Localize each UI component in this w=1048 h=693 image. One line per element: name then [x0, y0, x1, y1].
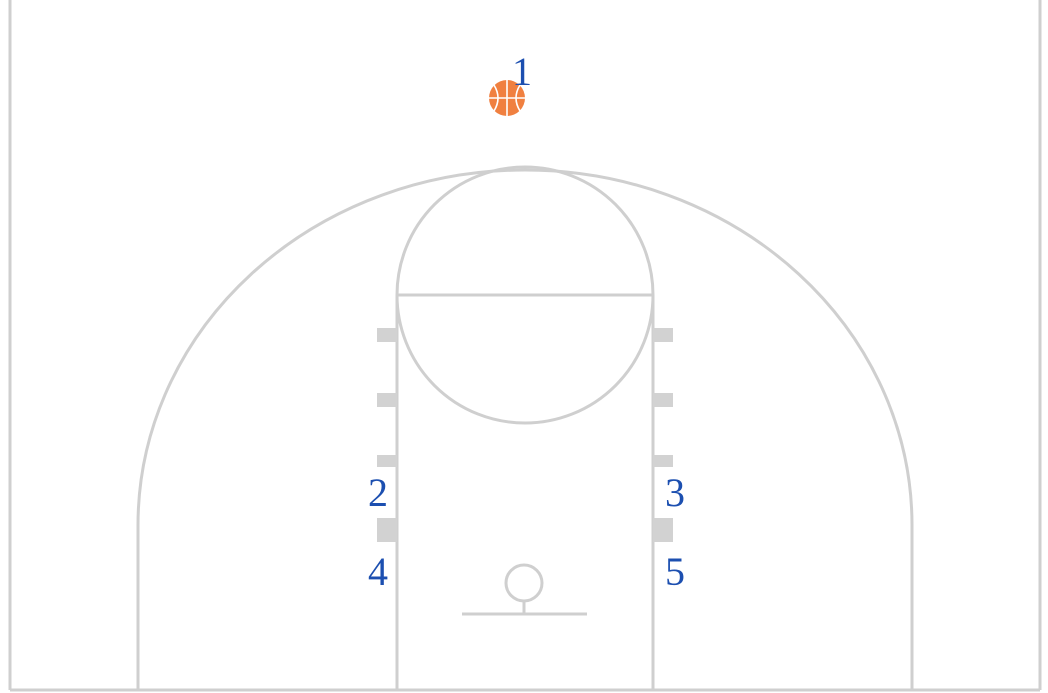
lane-hash-marks [377, 328, 673, 542]
player-2-label: 2 [368, 470, 388, 515]
hash-mark-right-block [653, 518, 673, 542]
hash-mark-right-3 [653, 455, 673, 467]
player-3-label: 3 [665, 470, 685, 515]
hash-mark-left-3 [377, 455, 397, 467]
player-5-label: 5 [665, 549, 685, 594]
free-throw-circle [395, 165, 655, 425]
three-point-line [136, 168, 914, 690]
hash-mark-right-2 [653, 393, 673, 407]
hash-mark-left-block [377, 518, 397, 542]
basketball-icon [489, 80, 525, 116]
player-4-label: 4 [368, 549, 388, 594]
court-boundary [8, 0, 1042, 692]
hash-mark-right-1 [653, 328, 673, 342]
hash-mark-left-2 [377, 393, 397, 407]
rim [504, 563, 544, 603]
player-1-label: 1 [512, 49, 532, 94]
hash-mark-left-1 [377, 328, 397, 342]
lane [395, 293, 655, 690]
players: 1 2 3 4 5 [368, 49, 685, 594]
basket-assembly [462, 563, 587, 616]
